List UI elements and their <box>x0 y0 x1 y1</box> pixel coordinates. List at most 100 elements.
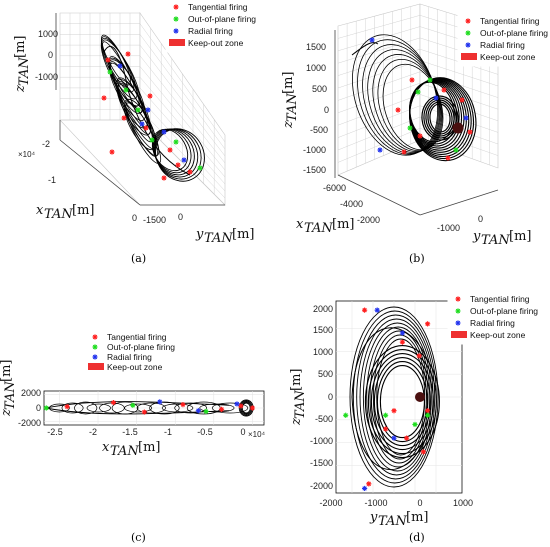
panel-a-y-unit: [m] <box>232 227 254 242</box>
panel-a-x-exponent: ×10⁴ <box>18 150 36 159</box>
panel-a-grid-line <box>139 34 226 150</box>
panel-d-moon-marker <box>415 392 425 402</box>
panel-d-tangential-marker <box>425 321 431 327</box>
panel-a-out-of-plane-marker <box>149 137 155 143</box>
panel-b-y-tick-1: -1000 <box>437 223 460 233</box>
legend-item-tangential-marker <box>173 4 179 10</box>
panel-b-grid-line <box>337 105 421 138</box>
panel-a-tangential-marker <box>125 51 131 57</box>
panel-b-z-sub: TAN <box>285 93 300 122</box>
panel-a-trajectory <box>100 34 205 182</box>
panel-b-grid-line <box>337 15 421 39</box>
panel-b-orbit-loop <box>421 95 459 141</box>
legend-item-tangential-marker <box>465 18 471 24</box>
legend-item-radial-label: Radial firing <box>480 40 525 50</box>
panel-a-out-of-plane-marker <box>173 139 179 145</box>
panel-d-radial-marker <box>391 435 397 441</box>
panel-d-y-label: z TAN [m] <box>289 369 308 426</box>
panel-d-orbit-loop <box>376 361 428 443</box>
panel-c-x-name: x <box>102 440 110 455</box>
panel-d-orbit-loop <box>379 365 425 439</box>
panel-a-z-name: z <box>13 85 28 93</box>
panel-b-tangential-marker <box>401 149 407 155</box>
legend-item-radial-marker <box>455 320 461 326</box>
panel-d-tangential-marker <box>362 307 368 313</box>
panel-c-orbit-loop <box>161 403 194 413</box>
panel-b-radial-marker <box>377 147 383 153</box>
panel-b-orbit-loop <box>427 101 453 135</box>
panel-c: -2.5 -2 -1.5 -1 -0.5 0 2000 0 -2000 ×10⁴… <box>0 329 266 544</box>
legend-item-out-of-plane-label: Out-of-plane firing <box>107 342 175 352</box>
panel-b-y-name: y <box>472 229 481 244</box>
panel-d-ticks: 2000 1500 1000 500 0 -500 -1000 -1500 -2… <box>310 304 473 508</box>
legend-item-keepout-label: Keep-out zone <box>107 362 163 372</box>
panel-b-x-label: x TAN [m] <box>296 217 354 236</box>
panel-b-x-tick-2: -4000 <box>340 199 363 209</box>
panel-b-grid-line <box>419 82 499 110</box>
panel-d-y-tick-7: -1000 <box>310 436 333 446</box>
panel-d-orbit-loop <box>364 345 440 459</box>
panel-a-tangential-marker <box>143 125 149 131</box>
panel-c-tangential-marker <box>64 404 70 410</box>
panel-a-grid-line <box>139 23 226 143</box>
legend-item-keepout-label: Keep-out zone <box>470 330 526 340</box>
panel-c-orbit-loop <box>74 401 98 415</box>
panel-d-y-tick-6: -500 <box>315 414 333 424</box>
panel-d-tangential-marker <box>420 449 426 455</box>
panel-a-out-of-plane-marker <box>135 107 141 113</box>
panel-c-radial-marker <box>195 408 201 414</box>
panel-c-orbit-loop <box>199 403 235 413</box>
legend-item-out-of-plane-label: Out-of-plane firing <box>188 14 256 24</box>
panel-b-tangential-marker <box>417 133 423 139</box>
panel-a-y-sub: TAN <box>204 231 233 246</box>
panel-b-grid-line <box>337 26 421 51</box>
panel-d-out-of-plane-marker <box>343 412 349 418</box>
panel-b-tangential-marker <box>409 77 415 83</box>
panel-d-orbit-loop <box>349 306 439 488</box>
panel-d-y-tick-1: 2000 <box>313 304 333 314</box>
panel-b-tangential-marker <box>467 129 473 135</box>
legend-item-radial-label: Radial firing <box>188 26 233 36</box>
panel-a-radial-marker <box>145 107 151 113</box>
panel-d-y-tick-3: 1000 <box>313 347 333 357</box>
panel-d-y-tick-5: 0 <box>328 392 333 402</box>
panel-c-x-tick-4: -1 <box>164 427 172 437</box>
panel-a-3d-box <box>55 12 226 206</box>
panel-c-x-unit: [m] <box>138 440 160 455</box>
panel-a-z-label: z TAN [m] <box>13 36 32 93</box>
legend-item-tangential-marker <box>92 334 98 340</box>
panel-a-y-tick-2: 0 <box>178 212 183 222</box>
panel-a-grid-line <box>139 98 226 192</box>
panel-a-y-label: y TAN [m] <box>195 227 254 246</box>
panel-b-z-unit: [m] <box>281 72 296 94</box>
panel-a-z-tick-2: 0 <box>48 50 53 60</box>
legend-item-keepout-swatch <box>461 53 477 60</box>
panel-d-orbit-loop <box>367 349 437 455</box>
panel-d-orbit-loop <box>370 353 434 451</box>
panel-a-grid-line <box>139 77 226 178</box>
panel-a-x-sub: TAN <box>44 207 73 222</box>
panel-d-firing-markers <box>343 307 431 492</box>
panel-d-out-of-plane-marker <box>412 421 418 428</box>
panel-d-orbit-loop <box>372 334 427 460</box>
panel-b-x-unit: [m] <box>332 217 354 232</box>
panel-a-x-unit: [m] <box>72 203 94 218</box>
panel-b-tangential-marker <box>445 155 451 161</box>
panel-c-ticks: -2.5 -2 -1.5 -1 -0.5 0 2000 0 -2000 <box>18 388 246 437</box>
panel-b-out-of-plane-marker <box>407 125 413 131</box>
panel-a-out-of-plane-marker <box>197 165 203 171</box>
panel-a-tangential-marker <box>109 149 115 155</box>
panel-d-tangential-marker <box>399 339 405 345</box>
panel-a-x-tick-1: -2 <box>42 139 50 149</box>
panel-a-radial-marker <box>117 63 123 69</box>
panel-d: 2000 1500 1000 500 0 -500 -1000 -1500 -2… <box>289 291 543 544</box>
panel-c-tangential-marker <box>110 399 117 406</box>
panel-d-orbit-loop <box>373 357 431 447</box>
panel-d-z-sub: TAN <box>293 390 308 419</box>
panel-c-out-of-plane-marker <box>203 408 209 414</box>
panel-c-z-sub: TAN <box>3 381 18 410</box>
legend-item-out-of-plane-marker <box>92 344 98 350</box>
